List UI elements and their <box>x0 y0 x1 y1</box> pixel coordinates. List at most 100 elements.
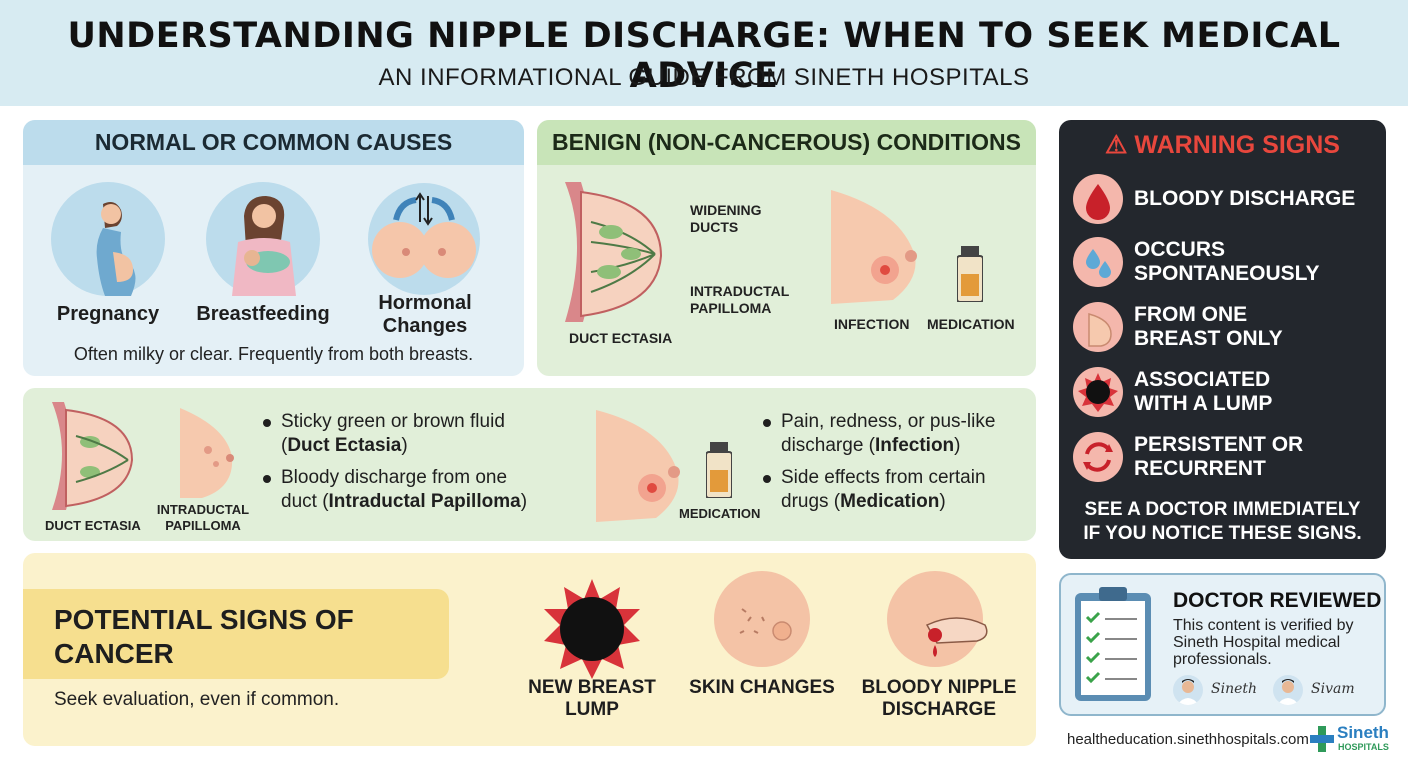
doctor-reviewed-heading: DOCTOR REVIEWED <box>1173 589 1382 612</box>
bullet-infection: Pain, redness, or pus-like discharge (In… <box>763 410 1033 458</box>
warning-heading: ⚠ WARNING SIGNS <box>1059 130 1386 160</box>
doctor-signature-2: Sivam <box>1311 681 1355 697</box>
warning-line: BREAST ONLY <box>1134 327 1283 350</box>
warning-line: WITH A LUMP <box>1134 392 1273 415</box>
warning-footer: SEE A DOCTOR IMMEDIATELY IF YOU NOTICE T… <box>1059 498 1386 546</box>
warning-one-breast: FROM ONE BREAST ONLY <box>1073 302 1373 358</box>
warning-text: OCCURS SPONTANEOUSLY <box>1134 238 1320 286</box>
papilloma-breast-icon <box>180 408 236 498</box>
b3-close: ) <box>954 435 961 456</box>
warning-line: BLOODY DISCHARGE <box>1134 187 1356 210</box>
header-banner: UNDERSTANDING NIPPLE DISCHARGE: WHEN TO … <box>0 0 1408 106</box>
water-drops-icon <box>1073 237 1123 287</box>
mid-duct-ectasia-label: DUCT ECTASIA <box>45 518 141 533</box>
doctor-text-line2: Sineth Hospital medical <box>1173 634 1341 651</box>
bullet-dot <box>763 475 771 483</box>
pregnant-woman-icon <box>51 182 165 296</box>
warning-footer-line1: SEE A DOCTOR IMMEDIATELY <box>1084 499 1361 520</box>
benign-duct-ectasia-label: DUCT ECTASIA <box>569 330 673 346</box>
footer-url[interactable]: healtheducation.sinethhospitals.com <box>1067 731 1309 748</box>
lump-star-icon <box>542 579 642 679</box>
infection-label: INFECTION <box>834 316 910 332</box>
normal-causes-panel: NORMAL OR COMMON CAUSES Pregnancy Breast… <box>23 120 524 376</box>
mid-medication-bottle-icon <box>705 442 733 499</box>
hormonal-line2: Changes <box>382 315 468 337</box>
sineth-logo-icon <box>1310 726 1334 752</box>
bullet-medication: Side effects from certain drugs (Medicat… <box>763 466 1033 514</box>
warning-persistent: PERSISTENT OR RECURRENT <box>1073 432 1373 488</box>
warning-text: FROM ONE BREAST ONLY <box>1134 303 1283 351</box>
b2-pre: duct ( <box>281 491 329 512</box>
infection-small-icon <box>596 410 686 522</box>
benign-conditions-heading: BENIGN (NON-CANCEROUS) CONDITIONS <box>537 120 1036 165</box>
page-title: UNDERSTANDING NIPPLE DISCHARGE: WHEN TO … <box>67 16 1341 96</box>
skin-changes-label: SKIN CHANGES <box>689 677 835 698</box>
b4-line1: Side effects from certain <box>781 467 986 488</box>
warning-text: PERSISTENT OR RECURRENT <box>1134 433 1303 481</box>
warning-line: OCCURS <box>1134 238 1226 261</box>
page-subtitle: AN INFORMATIONAL GUIDE FROM SINETH HOSPI… <box>378 64 1030 91</box>
mid-papilloma-line1: INTRADUCTAL <box>156 502 250 517</box>
widening-line1: WIDENING <box>690 202 762 218</box>
b1-line1: Sticky green or brown fluid <box>281 411 505 432</box>
bloody-line1: BLOODY NIPPLE <box>861 677 1017 698</box>
widening-ducts-label: WIDENING DUCTS <box>690 202 762 236</box>
b3-line1: Pain, redness, or pus-like <box>781 411 996 432</box>
bloody-line2: DISCHARGE <box>881 699 996 720</box>
warning-lump: ASSOCIATED WITH A LUMP <box>1073 367 1373 423</box>
b1-open: ( <box>281 435 288 456</box>
doctor-text-line3: professionals. <box>1173 651 1272 668</box>
b1-close: ) <box>401 435 408 456</box>
warning-footer-line2: IF YOU NOTICE THESE SIGNS. <box>1083 523 1362 544</box>
b3-bold: Infection <box>875 435 955 456</box>
warning-line: FROM ONE <box>1134 303 1248 326</box>
cancer-heading: POTENTIAL SIGNS OF CANCER <box>54 603 354 671</box>
hormonal-breasts-icon <box>366 182 482 296</box>
warning-text: ASSOCIATED WITH A LUMP <box>1134 368 1272 416</box>
footer-brand: Sineth <box>1337 723 1389 742</box>
warning-line: RECURRENT <box>1134 457 1266 480</box>
warning-signs-panel: ⚠ WARNING SIGNS BLOODY DISCHARGE OCCURS … <box>1059 120 1386 559</box>
b3-pre: discharge ( <box>781 435 875 456</box>
bloody-nipple-label: BLOODY NIPPLE DISCHARGE <box>859 677 1019 721</box>
warning-line: ASSOCIATED <box>1134 368 1271 391</box>
footer-brand-sub: HOSPITALS <box>1338 742 1389 752</box>
cancer-heading-line2: CANCER <box>54 638 174 669</box>
blood-drop-icon <box>1073 174 1123 224</box>
cancer-signs-panel: POTENTIAL SIGNS OF CANCER Seek evaluatio… <box>23 553 1036 746</box>
normal-causes-note: Often milky or clear. Frequently from bo… <box>73 344 474 364</box>
doctor-reviewed-text: This content is verified by Sineth Hospi… <box>1173 617 1354 668</box>
breastfeeding-icon <box>206 182 320 296</box>
new-breast-lump-label: NEW BREAST LUMP <box>517 677 667 721</box>
cancer-heading-line1: POTENTIAL SIGNS OF <box>54 604 354 635</box>
cancer-heading-box: POTENTIAL SIGNS OF CANCER <box>23 589 449 679</box>
lump-line2: LUMP <box>565 699 619 720</box>
benign-conditions-panel: BENIGN (NON-CANCEROUS) CONDITIONS DUCT E… <box>537 120 1036 376</box>
bullet-dot <box>263 475 271 483</box>
mid-medication-label: MEDICATION <box>679 506 761 521</box>
papilloma-line1: INTRADUCTAL <box>690 283 790 299</box>
bloody-discharge-hand-icon <box>887 569 993 673</box>
b2-line1: Bloody discharge from one <box>281 467 508 488</box>
bullet-dot <box>263 419 271 427</box>
normal-causes-heading: NORMAL OR COMMON CAUSES <box>23 120 524 165</box>
doctor-avatar <box>1273 675 1303 705</box>
duct-ectasia-small-icon <box>50 402 140 510</box>
benign-papilloma-label: INTRADUCTAL PAPILLOMA <box>690 283 789 317</box>
doctor-text-line1: This content is verified by <box>1173 617 1354 634</box>
b2-bold: Intraductal Papilloma <box>328 491 521 512</box>
warning-triangle-icon: ⚠ <box>1105 131 1128 159</box>
hormonal-line1: Hormonal <box>378 292 472 314</box>
benign-details-panel: DUCT ECTASIA INTRADUCTAL PAPILLOMA Stick… <box>23 388 1036 541</box>
lump-line1: NEW BREAST <box>528 677 656 698</box>
b4-close: ) <box>939 491 946 512</box>
doctor-reviewed-card: DOCTOR REVIEWED This content is verified… <box>1059 573 1386 716</box>
bullet-dot <box>763 419 771 427</box>
single-breast-icon <box>1073 302 1123 352</box>
b2-close: ) <box>520 491 528 512</box>
widening-line2: DUCTS <box>690 219 739 235</box>
benign-medication-label: MEDICATION <box>927 316 1015 332</box>
recurring-arrows-icon <box>1073 432 1123 482</box>
warning-line: PERSISTENT OR <box>1134 433 1304 456</box>
warning-line: SPONTANEOUSLY <box>1134 262 1320 285</box>
